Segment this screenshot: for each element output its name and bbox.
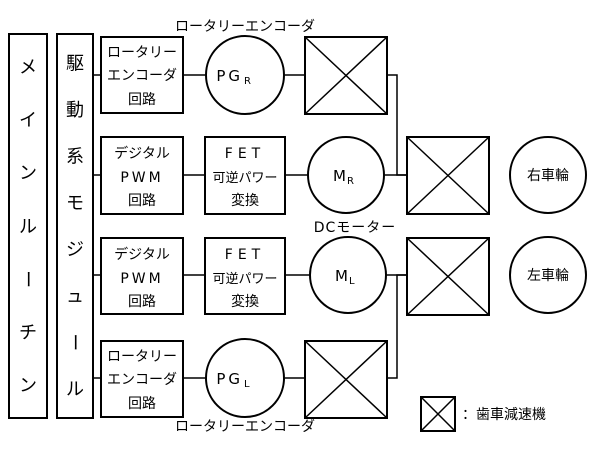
main-routine-char-7: ン: [19, 376, 37, 397]
legend-label: ：歯車減速機: [462, 406, 546, 423]
drive-module-box: [56, 33, 94, 419]
pg-r-sub: R: [244, 76, 251, 87]
pwm-l-line-2: PWM: [120, 271, 163, 287]
pwm-l-line-1: デジタル: [114, 246, 170, 263]
right-wheel: 右車輪: [509, 136, 587, 214]
main-routine-char-5: ー: [17, 270, 38, 288]
encoder-circuit-r-line-2: エンコーダ: [107, 68, 177, 84]
drive-module-char-5: ジ: [66, 240, 84, 261]
encoder-circuit-l: ロータリー エンコーダ 回路: [100, 340, 184, 418]
drive-module-char-4: モ: [66, 193, 84, 214]
pwm-circuit-l: デジタル PWM 回路: [100, 237, 184, 315]
fet-r-line-2: 可逆パワー: [212, 170, 277, 186]
drive-module-char-6: ュ: [66, 286, 84, 307]
gear-reducer-left: [406, 237, 490, 316]
left-wheel-label: 左車輪: [527, 267, 569, 284]
pwm-r-line-2: PWM: [120, 170, 163, 186]
motor-l: M L: [309, 236, 387, 314]
encoder-bottom-label: ロータリーエンコーダ: [175, 419, 315, 435]
link-gear-bus-l: [387, 274, 407, 379]
encoder-circuit-r-line-1: ロータリー: [107, 45, 177, 61]
gear-reducer-bottom: [304, 340, 388, 419]
encoder-circuit-l-line-3: 回路: [128, 396, 156, 412]
drive-module-char-2: 動: [66, 100, 84, 121]
main-routine-char-2: イ: [19, 110, 37, 131]
link-gear-bus-r: [387, 74, 407, 176]
pg-l-main: PG: [216, 370, 243, 388]
encoder-circuit-l-line-2: エンコーダ: [107, 372, 177, 388]
main-routine-char-3: ン: [19, 163, 37, 184]
fet-l-line-1: FET: [225, 247, 265, 263]
fet-converter-r: FET 可逆パワー 変換: [204, 136, 286, 215]
right-wheel-label: 右車輪: [527, 167, 569, 184]
gear-reducer-top: [304, 36, 388, 115]
pg-l: PG L: [205, 338, 285, 418]
dc-motor-label: DCモーター: [314, 220, 397, 236]
fet-converter-l: FET 可逆パワー 変換: [204, 237, 286, 315]
pwm-r-line-3: 回路: [128, 193, 156, 209]
drive-module-char-7: ー: [64, 333, 85, 351]
main-routine-box: [8, 33, 48, 419]
left-wheel: 左車輪: [509, 236, 587, 314]
drive-module-char-3: 系: [66, 147, 84, 168]
fet-r-line-3: 変換: [231, 192, 259, 209]
main-routine-char-6: チ: [19, 323, 37, 344]
legend: ：歯車減速機: [420, 396, 546, 432]
gear-reducer-right: [406, 136, 490, 215]
motor-r-main: M: [333, 167, 346, 185]
fet-l-line-3: 変換: [231, 293, 259, 310]
drive-module-char-1: 駆: [66, 54, 84, 75]
pg-l-sub: L: [244, 379, 250, 390]
encoder-circuit-r-line-3: 回路: [128, 92, 156, 108]
drive-module-char-8: ル: [66, 379, 84, 400]
pg-r: PG R: [205, 35, 285, 115]
encoder-circuit-l-line-1: ロータリー: [107, 349, 177, 365]
pwm-circuit-r: デジタル PWM 回路: [100, 136, 184, 215]
encoder-circuit-r: ロータリー エンコーダ 回路: [100, 36, 184, 114]
pwm-r-line-1: デジタル: [114, 145, 170, 162]
motor-l-main: M: [335, 267, 348, 285]
gear-reducer-legend-icon: [420, 396, 456, 432]
pwm-l-line-3: 回路: [128, 294, 156, 310]
motor-r: M R: [307, 136, 385, 214]
encoder-top-label: ロータリーエンコーダ: [175, 19, 315, 35]
main-routine-char-1: メ: [19, 57, 37, 78]
fet-r-line-1: FET: [225, 146, 265, 162]
fet-l-line-2: 可逆パワー: [212, 271, 277, 287]
motor-l-sub: L: [349, 276, 355, 287]
connection-lines: [92, 74, 407, 379]
main-routine-char-4: ル: [19, 216, 37, 237]
pg-r-main: PG: [216, 67, 243, 85]
motor-r-sub: R: [347, 176, 354, 187]
